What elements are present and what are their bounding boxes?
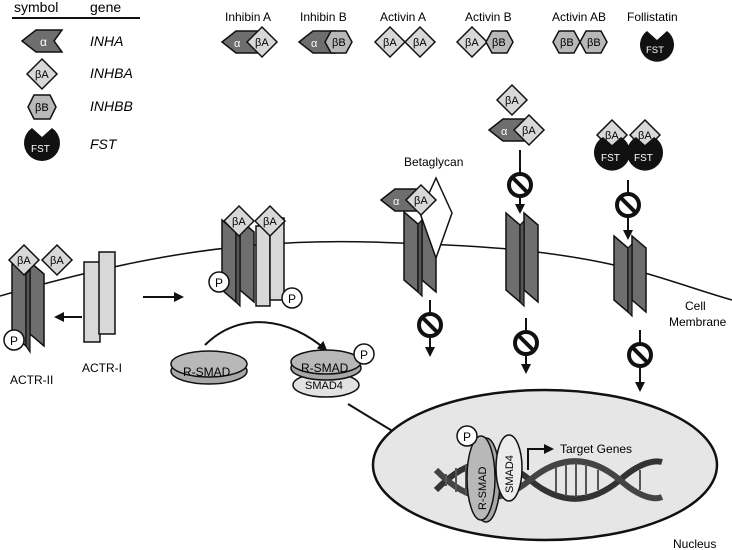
svg-text:βA: βA — [255, 37, 269, 49]
svg-text:βA: βA — [232, 216, 246, 228]
svg-text:βA: βA — [522, 125, 536, 137]
legend-alpha-icon: α — [20, 29, 64, 53]
legend-fst-icon: FST — [23, 128, 60, 161]
svg-text:α: α — [393, 196, 400, 208]
svg-text:FST: FST — [634, 153, 653, 164]
legend-beta-b-label: βB — [35, 102, 49, 114]
transcription-start-arrow — [527, 444, 554, 470]
actr1-receptor — [83, 251, 116, 343]
ligand-name-activin-b: Activin B — [465, 10, 512, 24]
legend-gene-fst: FST — [90, 136, 118, 152]
svg-text:βB: βB — [587, 37, 601, 49]
ligand-name-activin-a: Activin A — [380, 10, 426, 24]
follistatin-icon: FST — [639, 31, 674, 62]
svg-text:FST: FST — [601, 153, 620, 164]
active-receptor-complex: βA βA P P — [208, 204, 303, 309]
svg-text:βA: βA — [638, 130, 652, 142]
betaglycan-label: Betaglycan — [404, 155, 463, 169]
legend-gene-inha: INHA — [90, 33, 123, 49]
inhibition-icon — [627, 342, 653, 368]
activin-ab-icon: βB βB — [552, 30, 608, 54]
inhibin-a-icon: α βA — [220, 25, 279, 59]
nucleus-label: Nucleus — [673, 537, 716, 550]
svg-text:βA: βA — [383, 37, 397, 49]
inhibition-icon — [615, 192, 641, 218]
svg-text:P: P — [215, 276, 223, 290]
svg-text:P: P — [463, 430, 471, 444]
inhibition-icon — [417, 312, 443, 338]
ligand-row: Inhibin A α βA Inhibin B α βB Activin A … — [220, 10, 678, 62]
transcription-complex: R-SMAD SMAD4 P — [456, 425, 523, 523]
svg-text:βA: βA — [505, 95, 519, 107]
rsmad-inactive: R-SMAD — [170, 350, 248, 385]
legend-gene-header: gene — [90, 0, 121, 15]
activin-b-icon: βA βB — [455, 25, 514, 59]
legend-symbol-header: symbol — [14, 0, 58, 15]
legend-beta-b-icon: βB — [27, 94, 57, 120]
svg-text:FST: FST — [646, 45, 664, 56]
svg-text:α: α — [234, 38, 241, 50]
actr1-label: ACTR-I — [82, 361, 122, 375]
svg-text:βA: βA — [465, 37, 479, 49]
svg-text:SMAD4: SMAD4 — [305, 380, 343, 392]
actr2-receptor: βA βA P — [3, 243, 74, 354]
svg-text:R-SMAD: R-SMAD — [301, 361, 349, 375]
svg-text:P: P — [288, 292, 296, 306]
svg-text:βA: βA — [414, 195, 428, 207]
svg-text:α: α — [311, 38, 318, 50]
nucleus-rsmad-label: R-SMAD — [477, 467, 489, 510]
svg-text:βA: βA — [605, 130, 619, 142]
svg-text:P: P — [360, 348, 368, 362]
ligand-name-inhibin-a: Inhibin A — [225, 10, 271, 24]
svg-text:βB: βB — [332, 37, 346, 49]
cell-membrane — [0, 240, 732, 301]
nucleus — [371, 388, 719, 542]
ligand-name-follistatin: Follistatin — [627, 10, 678, 24]
ligand-name-activin-ab: Activin AB — [552, 10, 606, 24]
svg-text:βA: βA — [17, 255, 31, 267]
svg-text:βB: βB — [560, 37, 574, 49]
activin-receptor-blocked-1 — [505, 211, 539, 308]
actr2-label: ACTR-II — [10, 373, 53, 387]
legend-alpha-label: α — [40, 35, 47, 49]
svg-text:βA: βA — [413, 37, 427, 49]
cell-membrane-label-line2: Membrane — [669, 315, 727, 329]
activin-receptor-blocked-2 — [613, 234, 647, 318]
legend-beta-a-label: βA — [35, 69, 49, 81]
svg-text:α: α — [501, 126, 508, 138]
svg-text:P: P — [10, 334, 18, 348]
nucleus-smad4-label: SMAD4 — [504, 455, 516, 493]
legend-beta-a-icon: βA — [25, 57, 59, 91]
svg-text:βB: βB — [492, 37, 506, 49]
inhibin-activin-stack: βA α βA — [487, 83, 546, 147]
svg-text:βA: βA — [263, 216, 277, 228]
ligand-name-inhibin-b: Inhibin B — [300, 10, 347, 24]
svg-text:R-SMAD: R-SMAD — [183, 365, 231, 379]
inhibition-icon — [513, 330, 539, 356]
rsmad-smad4-complex: SMAD4 R-SMAD P — [290, 343, 375, 398]
inhibin-b-icon: α βB — [297, 30, 353, 54]
inhibition-icon — [507, 172, 533, 198]
svg-text:βA: βA — [50, 255, 64, 267]
activin-a-icon: βA βA — [373, 25, 437, 59]
legend-gene-inhba: INHBA — [90, 65, 133, 81]
legend-fst-label: FST — [31, 144, 50, 155]
legend-gene-inhbb: INHBB — [90, 98, 133, 114]
smad-activation-arrow — [204, 321, 328, 352]
target-genes-label: Target Genes — [560, 442, 632, 456]
legend: symbol gene α INHA βA INHBA βB INHBB FST… — [12, 0, 140, 161]
follistatin-activin-complex: βA βA FST FST — [593, 118, 663, 171]
cell-membrane-label-line1: Cell — [685, 299, 706, 313]
betaglycan-complex: α βA — [379, 176, 453, 298]
